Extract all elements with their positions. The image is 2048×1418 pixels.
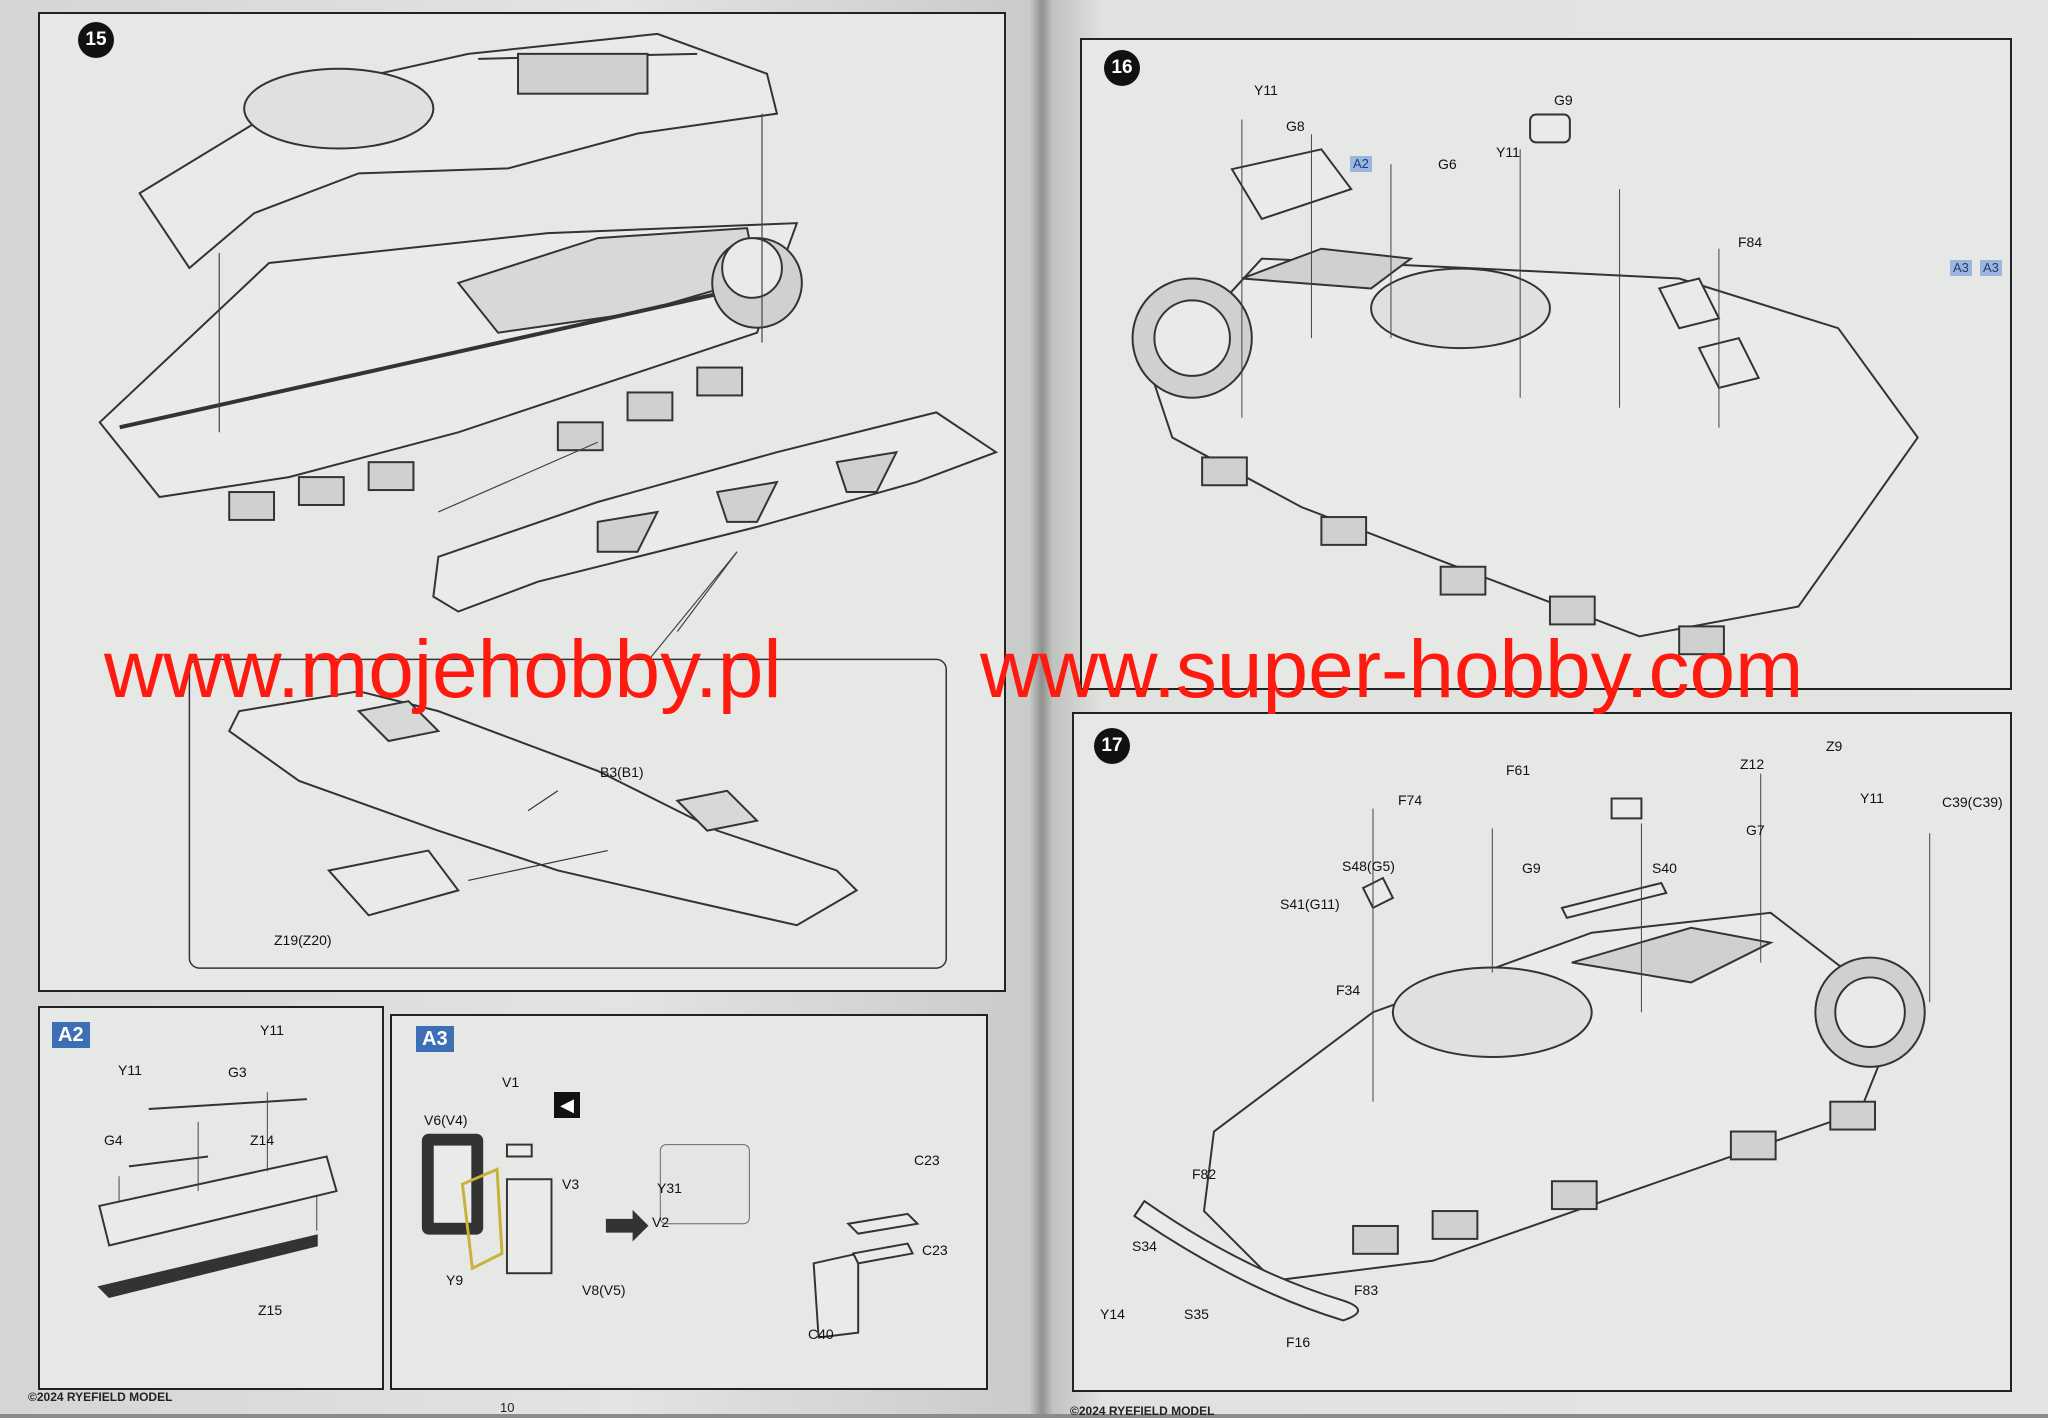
a2-label-g4: G4 (104, 1132, 123, 1148)
book-gutter (1030, 0, 1054, 1414)
step-16-badge: 16 (1104, 50, 1140, 86)
s16-tag-a2: A2 (1350, 156, 1372, 172)
left-page-number: 10 (500, 1400, 515, 1415)
s17-label-f74: F74 (1398, 792, 1423, 808)
a2-label-z15: Z15 (258, 1302, 283, 1318)
a3-label-y9: Y9 (446, 1272, 464, 1288)
step-15-detail-box (188, 658, 947, 969)
s17-label-s41: S41(G11) (1280, 896, 1340, 912)
s17-label-f83: F83 (1354, 1282, 1379, 1298)
a2-label-z14: Z14 (250, 1132, 275, 1148)
step-16-drawing (1131, 113, 1919, 656)
s17-label-f82: F82 (1192, 1166, 1217, 1182)
a2-label-y11b: Y11 (260, 1022, 284, 1038)
s17-label-f16: F16 (1286, 1334, 1311, 1350)
step-17-badge: 17 (1094, 728, 1130, 764)
a3-label-c40: C40 (808, 1326, 834, 1342)
subassembly-a2-panel: A2 Y11 Y11 G3 G4 Z14 Z15 (38, 1006, 384, 1390)
right-copyright: ©2024 RYEFIELD MODEL (1070, 1404, 1215, 1418)
subassembly-a3-panel: A3 ◀ V1 V6(V4) V3 Y31 V2 Y9 V8(V5) C23 C… (390, 1014, 988, 1390)
s17-label-s35: S35 (1184, 1306, 1209, 1322)
a3-label-v6: V6(V4) (424, 1112, 468, 1128)
s17-label-y14: Y14 (1100, 1306, 1125, 1322)
part-z19 (326, 849, 460, 917)
s16-label-y11a: Y11 (1254, 82, 1278, 98)
s17-label-z9: Z9 (1826, 738, 1843, 754)
s16-label-g6: G6 (1438, 156, 1457, 172)
watermark-right: www.super-hobby.com (980, 624, 1804, 715)
s17-label-g7: G7 (1746, 822, 1765, 838)
step-15-badge: 15 (78, 22, 114, 58)
hull-17 (1202, 911, 1902, 1282)
s16-label-g8: G8 (1286, 118, 1305, 134)
a3-badge: A3 (416, 1026, 454, 1052)
step-15-drawing (98, 32, 999, 969)
step-15-panel: 15 B3(B1) Z19(Z20) (38, 12, 1006, 992)
s17-label-f61: F61 (1506, 762, 1531, 778)
s17-label-c39: C39(C39) (1942, 794, 2003, 810)
label-z19: Z19(Z20) (274, 932, 332, 948)
a3-label-c23b: C23 (922, 1242, 948, 1258)
s17-label-f34: F34 (1336, 982, 1361, 998)
a2-label-y11a: Y11 (118, 1062, 142, 1078)
s17-label-s34: S34 (1132, 1238, 1157, 1254)
s16-label-y11b: Y11 (1496, 144, 1520, 160)
a3-label-v2: V2 (652, 1214, 670, 1230)
step-17-drawing (1133, 773, 1931, 1322)
a3-label-c23a: C23 (914, 1152, 940, 1168)
part-f16 (1133, 1199, 1360, 1322)
s17-label-s40: S40 (1652, 860, 1677, 876)
part-a2-box (1230, 148, 1353, 221)
watermark: www.mojehobby.pl www.super-hobby.com (0, 628, 2048, 712)
part-s40 (1560, 881, 1668, 919)
s16-label-g9: G9 (1554, 92, 1573, 108)
watermark-left: www.mojehobby.pl (104, 624, 782, 715)
left-copyright: ©2024 RYEFIELD MODEL (28, 1390, 173, 1404)
s16-label-f84: F84 (1738, 234, 1763, 250)
a2-label-g3: G3 (228, 1064, 247, 1080)
part-y9 (460, 1167, 504, 1271)
s17-label-s48: S48(G5) (1342, 858, 1395, 874)
a2-badge: A2 (52, 1022, 90, 1048)
a3-label-v8: V8(V5) (582, 1282, 626, 1298)
s16-tag-a3a: A3 (1950, 260, 1972, 276)
s17-label-y11: Y11 (1860, 790, 1884, 806)
label-b3: B3(B1) (600, 764, 644, 780)
part-v8 (505, 1178, 553, 1275)
part-z14 (98, 1155, 338, 1247)
a3-label-v3: V3 (562, 1176, 580, 1192)
step-16-panel: 16 Y11 G8 G9 A2 G6 Y11 F84 A3 A3 (1080, 38, 2012, 690)
skirt-detail (227, 690, 859, 927)
step-17-panel: 17 F61 F74 Z12 Z9 Y11 C39(C39) S48(G5) G… (1072, 712, 2012, 1392)
part-c40 (812, 1252, 860, 1339)
a3-label-v1: V1 (502, 1074, 520, 1090)
a3-label-y31: Y31 (657, 1180, 682, 1196)
s17-label-z12: Z12 (1740, 756, 1765, 772)
s17-label-g9: G9 (1522, 860, 1541, 876)
arrow-left-icon: ◀ (554, 1092, 580, 1118)
s16-tag-a3b: A3 (1980, 260, 2002, 276)
direction-arrow (605, 1209, 649, 1242)
